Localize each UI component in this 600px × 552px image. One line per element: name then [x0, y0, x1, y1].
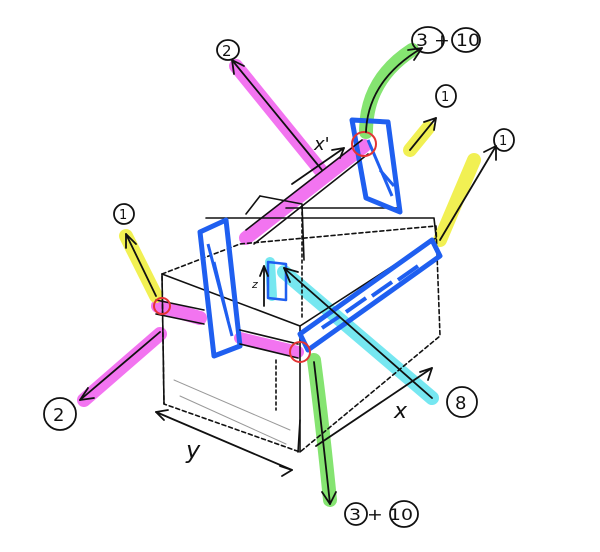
callout-bottom: 3 + 10	[344, 500, 419, 528]
callout-right-yellow-lower: 1	[493, 128, 515, 152]
rails	[155, 139, 369, 359]
joint-markers	[153, 131, 377, 363]
callout-top-left-magenta: 2	[216, 39, 240, 61]
yellow-arm-right-lower	[433, 153, 481, 247]
label-right-yellow-lower: 1	[499, 134, 507, 149]
callout-left-yellow: 1	[113, 203, 135, 225]
left-plate	[197, 217, 243, 359]
axis-x-prime-label: x'	[313, 134, 330, 155]
magenta-rail-top	[239, 139, 371, 245]
gantry-plates	[197, 117, 443, 359]
arrows	[79, 47, 497, 505]
callouts: 3 + 10 2 1 1 1 2 8 3 + 10	[43, 26, 515, 528]
callout-bottom-left-magenta: 2	[43, 397, 77, 431]
callout-top-right: 3 + 10	[411, 26, 481, 54]
right-plate	[349, 117, 403, 215]
callout-cyan: 8	[446, 386, 478, 418]
axis-x-label: x	[393, 399, 408, 424]
magenta-rail-lower	[151, 299, 207, 325]
axis-z-label: z	[251, 278, 258, 291]
magenta-arm-lower	[77, 327, 167, 407]
joint-top	[351, 131, 377, 157]
axis-labels: x' x y z	[185, 134, 408, 464]
tool-carriage	[266, 260, 288, 302]
joint-left	[153, 297, 171, 315]
label-bottom-left-magenta: 2	[53, 405, 64, 426]
axis-y-label: y	[185, 436, 201, 464]
cyan-tool	[265, 257, 277, 301]
callout-right-yellow-upper: 1	[435, 84, 457, 108]
label-right-yellow-upper: 1	[441, 90, 449, 105]
label-top-right: 3 + 10	[416, 31, 480, 51]
label-left-yellow: 1	[119, 208, 127, 223]
label-top-left-magenta: 2	[222, 42, 232, 60]
label-bottom: 3 + 10	[349, 505, 413, 524]
magenta-rail-lower-2	[234, 332, 304, 358]
joint-bottom	[289, 341, 311, 363]
label-cyan: 8	[455, 393, 466, 414]
